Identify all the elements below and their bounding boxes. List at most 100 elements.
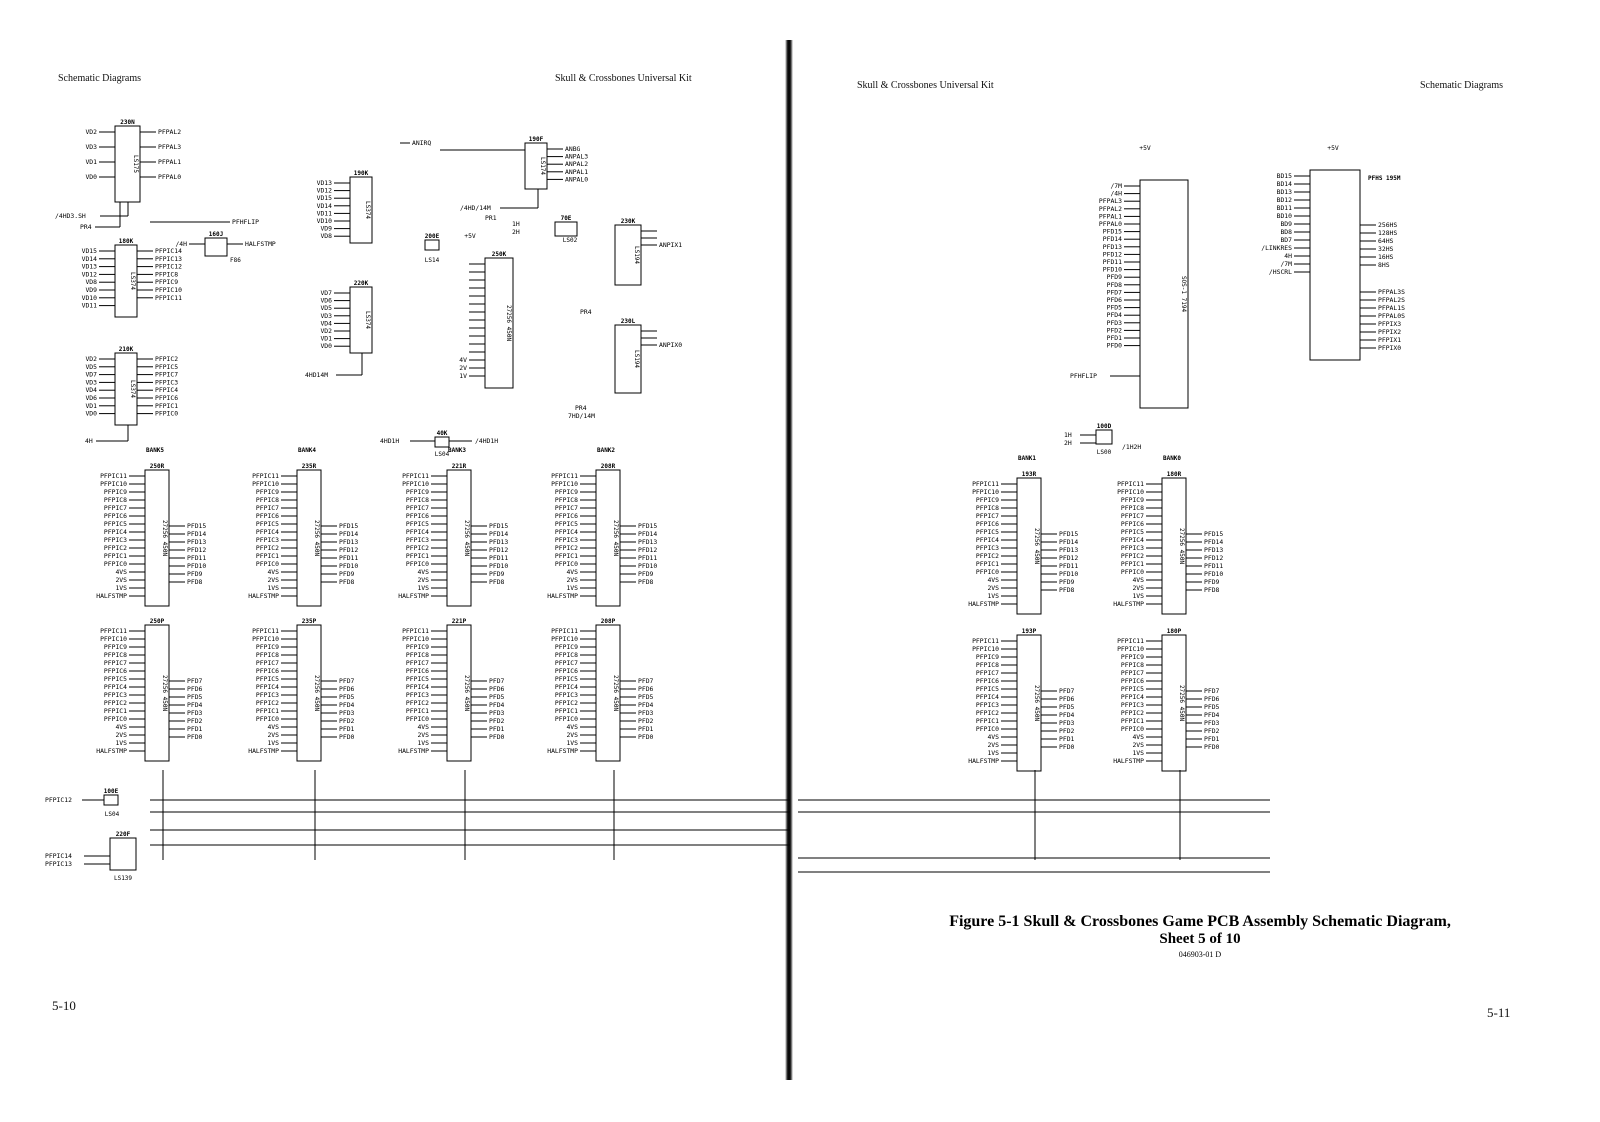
- output-signal: PFD8: [489, 578, 505, 586]
- input-signal: PFPIC0: [555, 560, 578, 568]
- signal-4h: 4H: [85, 437, 93, 445]
- chip-40k: 40K: [434, 430, 450, 448]
- output-signal: PFD6: [1059, 695, 1075, 703]
- input-signal: VD13: [82, 263, 98, 271]
- input-signal: PFPIC10: [551, 635, 578, 643]
- output-signal: PFD0: [187, 733, 203, 741]
- output-signal: PFPAL1S: [1378, 304, 1405, 312]
- signal-4hd14m: /4HD/14M: [460, 204, 491, 212]
- input-signal: VD15: [317, 194, 333, 202]
- output-signal: PFD4: [1059, 711, 1075, 719]
- output-signal: PFD13: [1059, 546, 1078, 554]
- output-signal: PFD2: [1204, 727, 1220, 735]
- output-signal: PFPAL1: [158, 158, 181, 166]
- input-signal: PFPIC5: [406, 520, 429, 528]
- signal-2h: 2H: [1064, 439, 1072, 447]
- output-signal: PFD13: [187, 538, 206, 546]
- output-signal: PFD4: [187, 701, 203, 709]
- input-signal: PFPIC3: [104, 691, 127, 699]
- chip-ref: 70E: [561, 215, 572, 222]
- input-signal: PFPIC11: [402, 627, 429, 635]
- input-signal: PFPIC11: [402, 472, 429, 480]
- gate-type: F86: [230, 257, 241, 264]
- chip-ref: 220F: [116, 831, 131, 838]
- chip-body: [109, 837, 137, 871]
- input-signal: 2VS: [987, 584, 999, 592]
- output-signal: PFD12: [638, 546, 657, 554]
- input-signal: 4VS: [417, 568, 429, 576]
- input-signal: VD14: [82, 255, 98, 263]
- input-signal: PFPIC8: [406, 496, 429, 504]
- chip-ref: 250K: [492, 251, 507, 258]
- output-signal: PFD7: [187, 677, 203, 685]
- input-signal: 2VS: [267, 731, 279, 739]
- input-signal: PFPIC6: [1121, 677, 1144, 685]
- output-signal: PFPIC8: [155, 270, 178, 278]
- chip-type: 27256 450N: [1033, 685, 1040, 722]
- output-signal: PFD11: [1059, 562, 1078, 570]
- supply-5v: +5V: [1139, 144, 1151, 152]
- input-signal: PFPIC10: [972, 488, 999, 496]
- bank-label: BANK0: [1163, 455, 1181, 462]
- chip-body: [595, 469, 621, 607]
- input-signal: 4VS: [417, 723, 429, 731]
- input-signal: PFPIC10: [252, 635, 279, 643]
- input-signal: VD9: [320, 225, 332, 233]
- output-signal: PFPIC1: [155, 402, 178, 410]
- chip-body: [349, 286, 373, 354]
- output-signal: PFD1: [1059, 735, 1075, 743]
- input-signal: PFPIC0: [104, 560, 127, 568]
- output-signal: PFD12: [1204, 554, 1223, 562]
- output-signal: PFD3: [1204, 719, 1220, 727]
- output-signal: PFD0: [339, 733, 355, 741]
- input-signal: /HSCRL: [1269, 268, 1292, 276]
- bank-label: BANK2: [597, 447, 615, 454]
- input-signal: PFPIC11: [551, 627, 578, 635]
- chip-body: [595, 624, 621, 762]
- signal-1h: 1H: [1064, 431, 1072, 439]
- output-signal: PFD7: [1204, 687, 1220, 695]
- chip-body: [484, 257, 514, 389]
- output-signal: PFD3: [187, 709, 203, 717]
- chip-type: SOS-1 7194: [1180, 276, 1187, 313]
- chip-210k: 210KLS374VD2VD5VD7VD3VD4VD6VD1VD0PFPIC2P…: [85, 346, 178, 426]
- output-signal: PFD10: [489, 562, 508, 570]
- input-signal: 1V: [459, 372, 467, 380]
- gate-type: LS04: [435, 451, 450, 458]
- input-signal: 1VS: [115, 584, 127, 592]
- bank-label: BANK4: [298, 447, 316, 454]
- signal-pr4: PR4: [580, 308, 592, 316]
- input-signal: HALFSTMP: [248, 747, 279, 755]
- output-signal: PFD1: [638, 725, 654, 733]
- output-signal: PFD1: [489, 725, 505, 733]
- input-signal: 1VS: [267, 739, 279, 747]
- chip-body: [446, 624, 472, 762]
- chip-type: 27256 450N: [313, 520, 320, 557]
- chip-ref: 250P: [150, 618, 165, 625]
- input-signal: PFPIC6: [555, 512, 578, 520]
- input-signal: PFPIC0: [555, 715, 578, 723]
- output-signal: PFD0: [1204, 743, 1220, 751]
- input-signal: 4VS: [115, 723, 127, 731]
- output-signal: PFD15: [638, 522, 657, 530]
- input-signal: PFPIC7: [555, 504, 578, 512]
- input-signal: 1VS: [1132, 592, 1144, 600]
- input-signal: 1VS: [267, 584, 279, 592]
- chip-ref: 190F: [529, 136, 544, 143]
- chip-body: [204, 237, 228, 257]
- output-signal: PFD12: [339, 546, 358, 554]
- book-spine: [785, 40, 793, 1080]
- input-signal: PFPIC2: [976, 552, 999, 560]
- output-signal: PFD15: [489, 522, 508, 530]
- input-signal: VD0: [85, 410, 97, 418]
- input-signal: PFD10: [1103, 266, 1122, 274]
- input-signal: PFPIC2: [406, 544, 429, 552]
- output-signal: PFPIX1: [1378, 336, 1401, 344]
- input-signal: VD3: [320, 312, 332, 320]
- input-signal: VD2: [320, 327, 332, 335]
- left-page-number: 5-10: [52, 998, 76, 1013]
